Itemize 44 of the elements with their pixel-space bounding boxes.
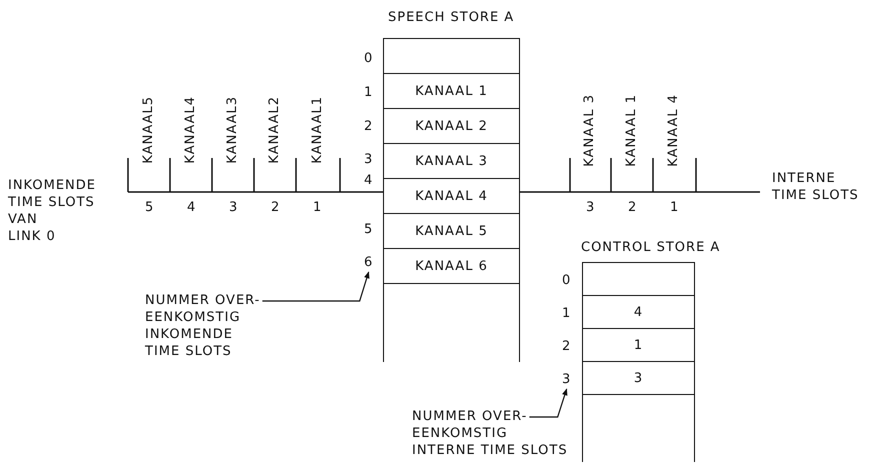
table-cell: 3 — [583, 362, 694, 395]
row-number: 3 — [364, 151, 374, 168]
table-cell: KANAAL 3 — [384, 144, 519, 179]
row-number: 1 — [364, 84, 374, 101]
slot-number: 1 — [670, 199, 680, 216]
table-cell: KANAAL 1 — [384, 74, 519, 109]
row-number: 0 — [562, 272, 572, 289]
leader-line — [262, 271, 370, 302]
slot-number: 1 — [313, 199, 322, 216]
row-number: 2 — [364, 118, 374, 135]
row-number: 6 — [364, 254, 374, 271]
table-title: CONTROL STORE A — [581, 239, 720, 256]
table-cell: KANAAL 4 — [384, 179, 519, 214]
slot-number: 5 — [145, 199, 154, 216]
slot-label: KANAAL 4 — [665, 94, 682, 167]
slot-label: KANAAL 1 — [623, 94, 640, 167]
slot-label: KANAAL1 — [309, 96, 326, 164]
table-title: SPEECH STORE A — [388, 9, 514, 26]
slot-label: KANAAL2 — [266, 96, 283, 164]
slot-label: KANAAL4 — [182, 96, 199, 164]
row-number: 5 — [364, 221, 374, 238]
row-number: 0 — [364, 50, 374, 67]
annotation-text: NUMMER OVER- EENKOMSTIG INTERNE TIME SLOTS — [412, 408, 568, 459]
table-cell: 1 — [583, 329, 694, 362]
row-number: 4 — [364, 172, 374, 189]
table-cell: KANAAL 5 — [384, 214, 519, 249]
leader-line — [529, 388, 568, 418]
table-cell: 4 — [583, 296, 694, 329]
slot-number: 3 — [586, 199, 596, 216]
slot-number: 2 — [628, 199, 638, 216]
table-cell: KANAAL 2 — [384, 109, 519, 144]
table-cell: KANAAL 6 — [384, 249, 519, 284]
row-number: 2 — [562, 338, 572, 355]
row-number: 1 — [562, 305, 572, 322]
slot-number: 2 — [271, 199, 280, 216]
slot-label: KANAAL 3 — [581, 94, 598, 167]
slot-label: KANAAL3 — [224, 96, 241, 164]
slot-number: 4 — [187, 199, 196, 216]
annotation-text: NUMMER OVER- EENKOMSTIG INKOMENDE TIME SLOTS — [145, 292, 260, 360]
axis-label: INKOMENDE TIME SLOTS VAN LINK 0 — [8, 177, 96, 245]
slot-label: KANAAL5 — [140, 96, 157, 164]
row-number: 3 — [562, 371, 572, 388]
axis-label: INTERNE TIME SLOTS — [772, 170, 859, 204]
slot-number: 3 — [229, 199, 238, 216]
